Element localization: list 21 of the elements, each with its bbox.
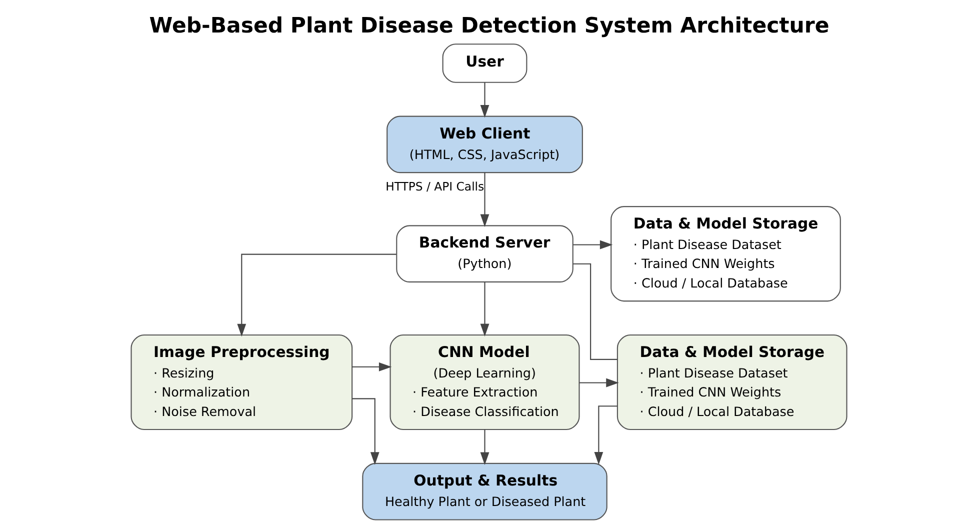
arrow xyxy=(352,362,392,372)
arrow xyxy=(572,240,612,250)
arrow xyxy=(480,172,489,227)
arrow xyxy=(352,398,379,465)
diagram-title: Web-Based Plant Disease Detection System Architecture xyxy=(148,13,829,38)
arrow xyxy=(594,406,617,465)
node-box: Output & Results Healthy Plant or Diseased Plant xyxy=(362,462,607,520)
node-box: User xyxy=(442,44,527,83)
node-box: Backend Server (Python) xyxy=(396,225,573,282)
node-box: Data & Model Storage · Plant Disease Dataset · Trained CNN Weights · Cloud / Local Database xyxy=(610,206,840,302)
node-box: Image Preprocessing · Resizing · Normalization · Noise Removal xyxy=(130,334,352,430)
connector xyxy=(572,263,617,360)
arrow xyxy=(480,282,489,337)
node-box: Data & Model Storage · Plant Disease Dataset · Trained CNN Weights · Cloud / Local Database xyxy=(616,334,847,430)
arrow xyxy=(480,430,489,466)
arrow xyxy=(236,254,396,337)
edge-label: HTTPS / API Calls xyxy=(385,179,484,194)
node-box: CNN Model (Deep Learning) · Feature Extraction · Disease Classification xyxy=(389,334,580,430)
arrow xyxy=(480,82,489,118)
arrow xyxy=(578,378,618,388)
node-box: Web Client (HTML, CSS, JavaScript) xyxy=(386,116,582,174)
